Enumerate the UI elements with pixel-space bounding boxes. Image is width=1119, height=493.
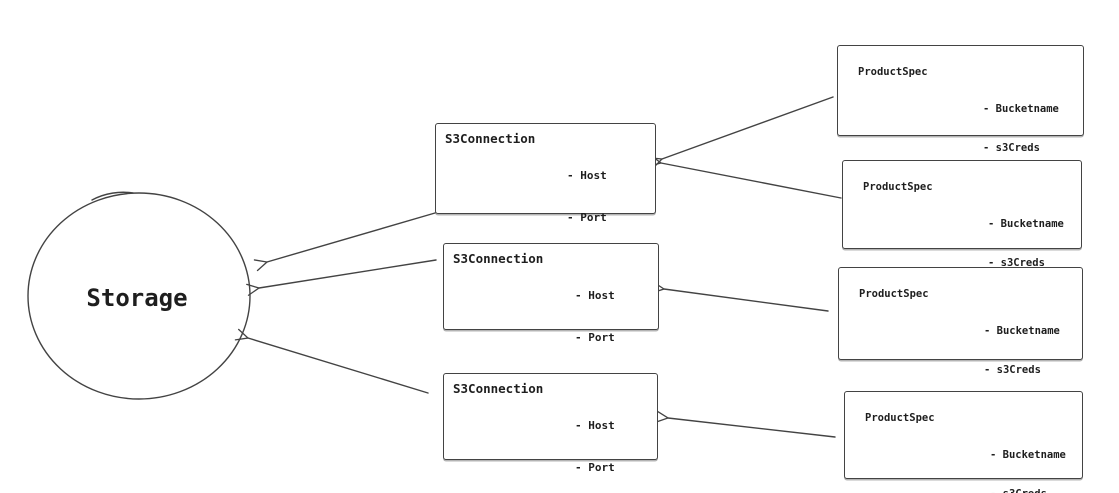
attribute: - Host — [575, 419, 615, 432]
attribute: - Bucketname — [983, 103, 1059, 115]
node-title: S3Connection — [453, 381, 544, 396]
attribute-list: - Bucketname - s3Creds — [984, 299, 1060, 403]
attribute-list: - Bucketname - s3Creds — [983, 77, 1059, 181]
s3connection-node-3: S3Connection - Host - Port - TLS — [443, 373, 658, 474]
productspec-node-1: ProductSpec - Bucketname - s3Creds — [837, 45, 1084, 154]
attribute-list: - Bucketname - s3Creds — [990, 423, 1066, 493]
arrow-s3connection1-to-storage — [253, 212, 436, 272]
attribute: - Host — [575, 289, 615, 302]
s3connection-node-2: S3Connection - Host - Port - TLS — [443, 243, 659, 386]
storage-circle — [27, 192, 251, 400]
arrow-productspec3-to-s3connection2 — [651, 281, 829, 312]
attribute: - Bucketname — [988, 218, 1064, 230]
attribute: - Bucketname — [990, 449, 1066, 461]
storage-label: Storage — [86, 284, 188, 312]
arrow-s3connection3-to-storage — [234, 328, 429, 394]
productspec-node-2: ProductSpec - Bucketname - s3Creds — [842, 160, 1082, 269]
arrow-productspec1-to-s3connection1 — [648, 96, 834, 169]
storage-circle-sketch-overlap — [91, 191, 134, 201]
attribute: - s3Creds — [990, 488, 1066, 493]
attribute: - Host — [567, 169, 607, 182]
attribute: - Port — [567, 211, 607, 224]
node-title: ProductSpec — [865, 412, 935, 424]
productspec-node-3: ProductSpec - Bucketname - s3Creds — [838, 267, 1083, 376]
attribute: - Port — [575, 331, 615, 344]
node-title: ProductSpec — [863, 181, 933, 193]
attribute-list: - Bucketname - s3Creds — [988, 192, 1064, 296]
attribute: - Port — [575, 461, 615, 474]
attribute-list: - Host - Port - TLS — [575, 391, 615, 493]
attribute: - Bucketname — [984, 325, 1060, 337]
s3connection-node-1: S3Connection - Host - Port - TLS — [435, 123, 656, 266]
node-title: S3Connection — [445, 131, 536, 146]
attribute: - s3Creds — [988, 257, 1045, 269]
arrow-s3connection2-to-storage — [246, 259, 437, 296]
attribute: - s3Creds — [984, 364, 1041, 376]
arrow-productspec4-to-s3connection3 — [655, 410, 836, 438]
node-title: ProductSpec — [859, 288, 929, 300]
attribute: - s3Creds — [983, 142, 1040, 154]
node-title: S3Connection — [453, 251, 544, 266]
productspec-node-4: ProductSpec - Bucketname - s3Creds — [844, 391, 1083, 493]
arrow-productspec2-to-s3connection1 — [648, 154, 842, 199]
node-title: ProductSpec — [858, 66, 928, 78]
